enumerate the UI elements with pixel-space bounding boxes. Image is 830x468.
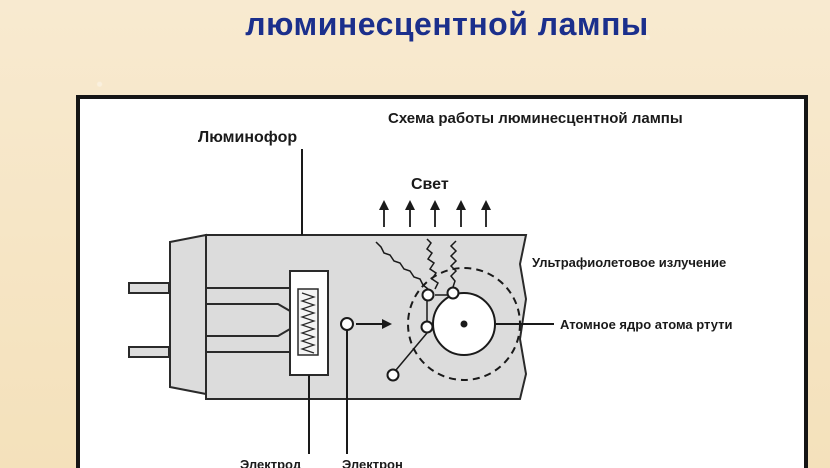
electrode xyxy=(289,270,329,376)
electron xyxy=(340,317,392,454)
label-electron: Электрон xyxy=(342,457,403,468)
light-arrows xyxy=(379,200,491,227)
label-phosphor: Люминофор xyxy=(198,129,297,146)
label-electrode: Электрод xyxy=(240,457,302,468)
lamp-base xyxy=(169,233,207,396)
label-uv-radiation: Ультрафиолетовое излучение xyxy=(532,255,726,270)
uv-waves xyxy=(375,238,458,290)
lamp-tube xyxy=(205,234,528,400)
lamp-pins xyxy=(128,282,170,358)
label-nucleus: Атомное ядро атома ртути xyxy=(560,317,732,332)
page-heading: люминесцентной лампы xyxy=(245,6,649,42)
lamp-diagram: Схема работы люминесцентной лампы xyxy=(128,110,732,468)
diagram-title: Схема работы люминесцентной лампы xyxy=(388,110,683,127)
diagram-frame: Схема работы люминесцентной лампы xyxy=(76,95,808,468)
label-light: Свет xyxy=(411,176,449,193)
